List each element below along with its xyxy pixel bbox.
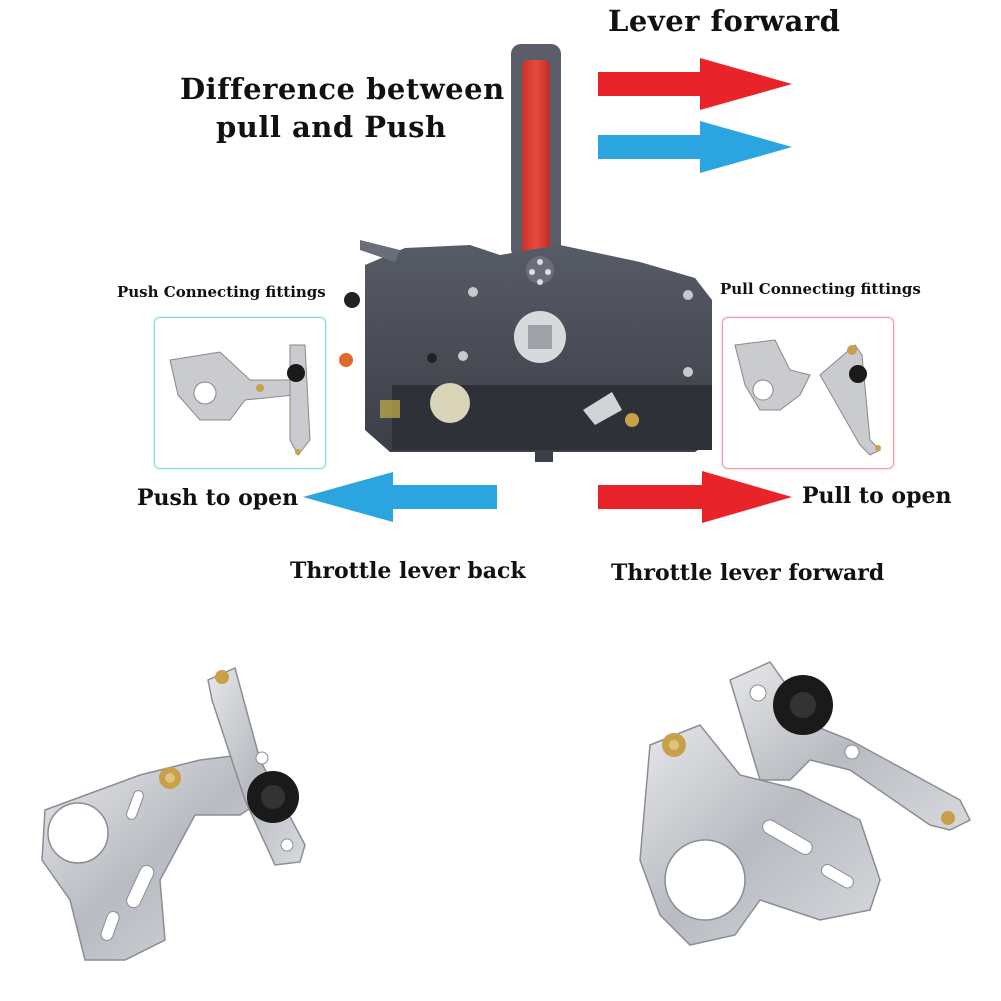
throttle-lever [511,44,561,259]
throttle-forward-label: Throttle lever forward [611,560,885,586]
arrow-blue-forward-top [598,121,792,173]
push-connecting-label: Push Connecting fittings [117,283,326,301]
arrow-red-pull [598,471,792,523]
pull-fitting-large [639,661,972,946]
control-box-housing [339,240,712,462]
difference-title: Difference between pull and Push [180,70,505,146]
difference-title-line1: Difference between [180,72,505,106]
pull-connecting-label: Pull Connecting fittings [720,280,921,298]
throttle-back-label: Throttle lever back [290,558,526,584]
push-to-open-label: Push to open [137,485,299,511]
push-fitting-large [41,666,306,961]
difference-title-line2: pull and Push [216,110,447,144]
pull-to-open-label: Pull to open [802,483,952,509]
lever-forward-label: Lever forward [608,4,841,38]
pull-fitting-frame [722,317,894,469]
arrow-red-forward-top [598,58,792,110]
push-fitting-frame [154,317,326,469]
arrow-blue-push [303,472,497,522]
